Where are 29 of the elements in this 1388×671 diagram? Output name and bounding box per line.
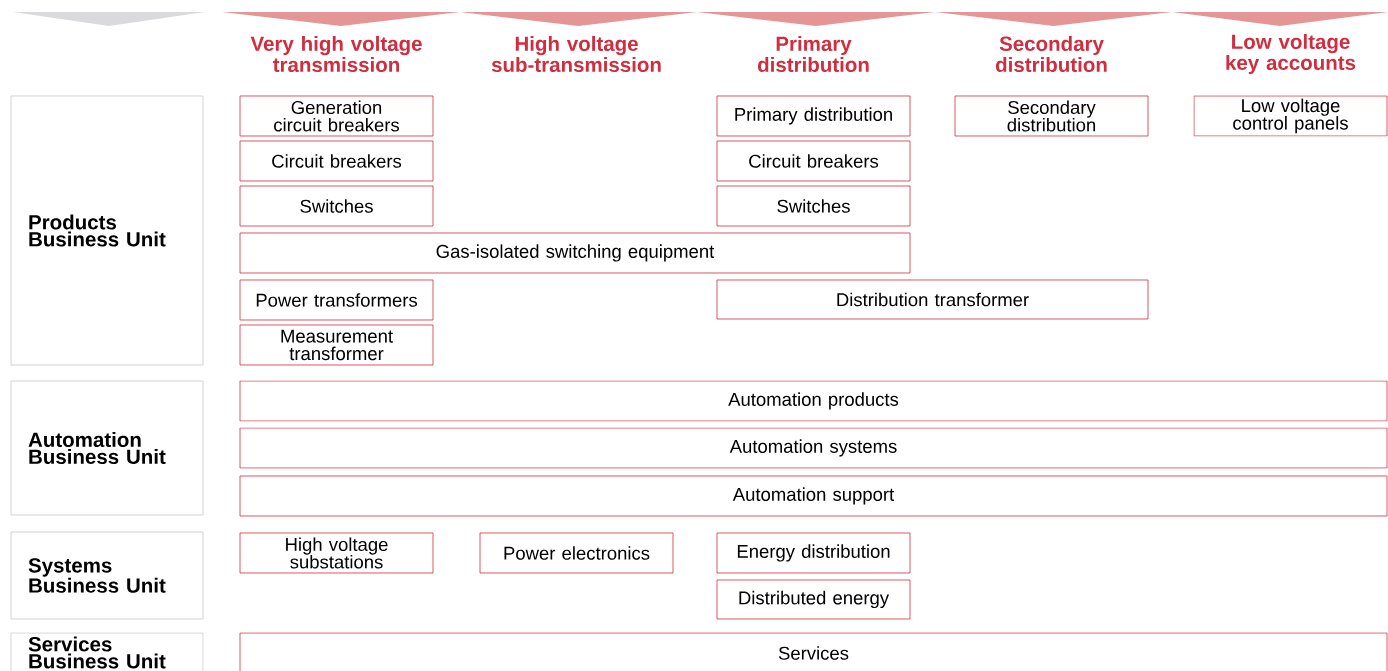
business-unit-box: Systems Business Unit [10,531,204,620]
category-box: Low voltage control panels [1193,95,1388,137]
category-box: Switches [716,185,911,227]
category-box: Power electronics [479,532,674,574]
category-box: Secondary distribution [954,95,1149,137]
category-box: Automation support [239,475,1388,517]
business-unit-box: Products Business Unit [10,95,204,366]
business-unit-box: Automation Business Unit [10,380,204,516]
category-box: Distribution transformer [716,279,1149,320]
category-box: Gas-isolated switching equipment [239,232,911,274]
category-box: Measurement transformer [239,324,434,366]
category-box: Switches [239,185,434,227]
category-box: Services [239,632,1388,671]
category-box: High voltage substations [239,532,434,574]
category-box: Power transformers [239,279,434,321]
category-box: Circuit breakers [716,140,911,182]
category-box: Energy distribution [716,532,911,574]
category-box: Primary distribution [716,95,911,137]
column-heading: Primary distribution [758,35,869,73]
category-box: Distributed energy [716,579,911,620]
category-box: Generation circuit breakers [239,95,434,137]
column-heading: Very high voltage transmission [250,35,422,73]
business-unit-box: Services Business Unit [10,632,204,671]
column-heading: Low voltage key accounts [1226,33,1356,75]
category-box: Automation products [239,380,1388,422]
category-box: Circuit breakers [239,140,434,182]
column-heading: High voltage sub-transmission [491,35,661,73]
category-box: Automation systems [239,427,1388,469]
column-heading: Secondary distribution [996,35,1107,73]
